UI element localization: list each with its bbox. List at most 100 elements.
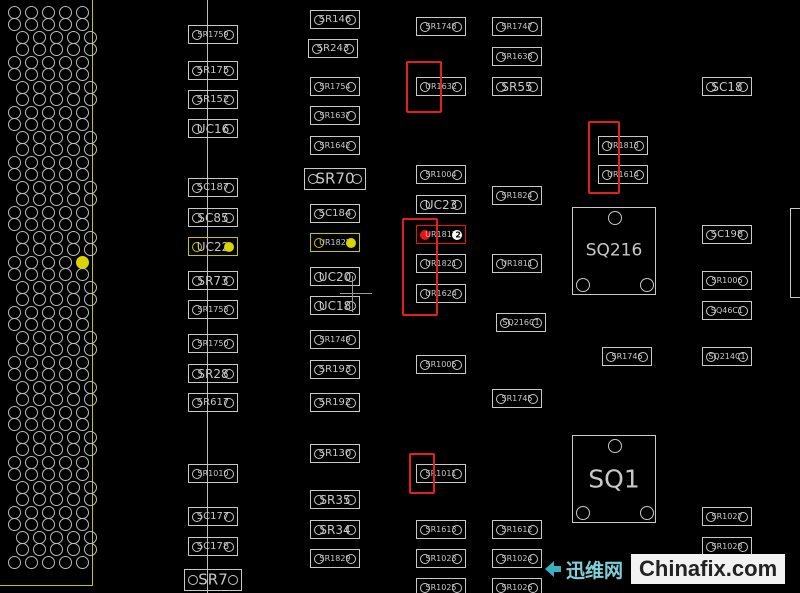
component-sc187[interactable]: SC187 <box>188 178 238 197</box>
component-sr1750[interactable]: SR1750 <box>188 334 238 353</box>
bga-ball[interactable] <box>16 93 29 106</box>
bga-ball[interactable] <box>8 518 21 531</box>
bga-ball[interactable] <box>33 293 46 306</box>
bga-ball[interactable] <box>33 143 46 156</box>
component-sc18[interactable]: SC18 <box>702 77 752 96</box>
component-sr55[interactable]: SR55 <box>492 77 542 96</box>
bga-ball[interactable] <box>84 243 97 256</box>
bga-ball[interactable] <box>84 443 97 456</box>
bga-ball[interactable] <box>42 68 55 81</box>
bga-ball[interactable] <box>76 268 89 281</box>
component-sr1824[interactable]: SR1824 <box>492 186 542 205</box>
bga-ball[interactable] <box>16 243 29 256</box>
bga-ball[interactable] <box>33 43 46 56</box>
bga-ball[interactable] <box>76 68 89 81</box>
bga-ball[interactable] <box>50 143 63 156</box>
component-sr1759[interactable]: SR1759 <box>188 25 238 44</box>
bga-ball[interactable] <box>25 318 38 331</box>
bga-ball[interactable] <box>59 318 72 331</box>
component-sr1025[interactable]: SR1025 <box>416 578 466 593</box>
component-sr73[interactable]: SR73 <box>188 271 238 290</box>
bga-ball[interactable] <box>8 68 21 81</box>
bga-ball[interactable] <box>84 393 97 406</box>
component-sr243[interactable]: SR243 <box>308 39 358 58</box>
component-sr1027[interactable]: SR1027 <box>702 507 752 526</box>
bga-ball[interactable] <box>16 393 29 406</box>
bga-ball[interactable] <box>76 218 89 231</box>
bga-ball[interactable] <box>50 243 63 256</box>
bga-ball[interactable] <box>42 118 55 131</box>
bga-ball[interactable] <box>42 318 55 331</box>
component-uc16[interactable]: UC16 <box>188 119 238 138</box>
component-sr1746[interactable]: SR1746 <box>602 347 652 366</box>
bga-ball[interactable] <box>76 468 89 481</box>
bga-ball[interactable] <box>84 43 97 56</box>
bga-ball[interactable] <box>16 293 29 306</box>
bga-ball[interactable] <box>16 193 29 206</box>
bga-ball[interactable] <box>59 68 72 81</box>
bga-ball[interactable] <box>33 93 46 106</box>
component-sr1638[interactable]: SR1638 <box>492 47 542 66</box>
component-sr1829[interactable]: SR1829 <box>310 549 360 568</box>
bga-ball[interactable] <box>33 243 46 256</box>
bga-ball[interactable] <box>76 18 89 31</box>
bga-ball[interactable] <box>50 93 63 106</box>
component-ur1624[interactable]: UR1624 <box>416 284 466 303</box>
component-ur1614[interactable]: UR1614 <box>598 165 648 184</box>
bga-ball[interactable] <box>59 418 72 431</box>
bga-ball[interactable] <box>16 543 29 556</box>
bga-ball[interactable] <box>76 556 89 569</box>
component-sr34[interactable]: SR34 <box>310 520 360 539</box>
bga-ball[interactable] <box>33 393 46 406</box>
bga-ball[interactable] <box>84 343 97 356</box>
bga-ball[interactable] <box>25 218 38 231</box>
component-sc177[interactable]: SC177 <box>188 507 238 526</box>
component-sr1006[interactable]: SR1006 <box>702 271 752 290</box>
bga-ball[interactable] <box>50 393 63 406</box>
bga-ball[interactable] <box>42 556 55 569</box>
bga-ball[interactable] <box>8 18 21 31</box>
component-sr1024[interactable]: SR1024 <box>492 549 542 568</box>
bga-ball[interactable] <box>33 193 46 206</box>
component-ur1813[interactable]: UR1813 <box>598 136 648 155</box>
bga-ball[interactable] <box>42 18 55 31</box>
bga-ball[interactable] <box>67 393 80 406</box>
component-sq214c1[interactable]: SQ214C1 <box>702 347 752 366</box>
bga-ball[interactable] <box>16 443 29 456</box>
component-sr1753[interactable]: SR1753 <box>188 300 238 319</box>
bga-ball[interactable] <box>33 443 46 456</box>
bga-ball[interactable] <box>76 418 89 431</box>
component-sc178[interactable]: SC178 <box>188 537 238 556</box>
bga-ball[interactable] <box>25 518 38 531</box>
bga-ball[interactable] <box>16 493 29 506</box>
bga-ball[interactable] <box>59 268 72 281</box>
bga-ball[interactable] <box>42 468 55 481</box>
bga-ball[interactable] <box>8 368 21 381</box>
component-sc184[interactable]: SC184 <box>310 204 360 223</box>
component-uc20[interactable]: UC20 <box>310 267 360 286</box>
component-sr28[interactable]: SR28 <box>188 364 238 383</box>
bga-ball[interactable] <box>42 418 55 431</box>
component-sr146[interactable]: SR146 <box>310 10 360 29</box>
bga-ball[interactable] <box>67 343 80 356</box>
component-sr1745[interactable]: SR1745 <box>492 389 542 408</box>
bga-ball[interactable] <box>50 343 63 356</box>
component-ur1822[interactable]: UR1822 <box>310 233 360 252</box>
component-sr1613[interactable]: SR1613 <box>416 520 466 539</box>
component-sr35[interactable]: SR35 <box>310 490 360 509</box>
component-sq46c1[interactable]: SQ46C1 <box>702 301 752 320</box>
bga-ball[interactable] <box>8 468 21 481</box>
component-sr1005[interactable]: SR1005 <box>416 355 466 374</box>
component-sr1011[interactable]: SR1011 <box>416 464 466 483</box>
component-sr1026[interactable]: SR1026 <box>492 578 542 593</box>
component-sr7[interactable]: SR7 <box>184 569 242 591</box>
bga-ball[interactable] <box>8 268 21 281</box>
bga-ball[interactable] <box>76 168 89 181</box>
bga-ball[interactable] <box>84 93 97 106</box>
bga-ball[interactable] <box>33 493 46 506</box>
component-uc18[interactable]: UC18 <box>310 296 360 315</box>
bga-ball[interactable] <box>59 518 72 531</box>
bga-ball[interactable] <box>59 18 72 31</box>
component-sr193[interactable]: SR193 <box>310 360 360 379</box>
